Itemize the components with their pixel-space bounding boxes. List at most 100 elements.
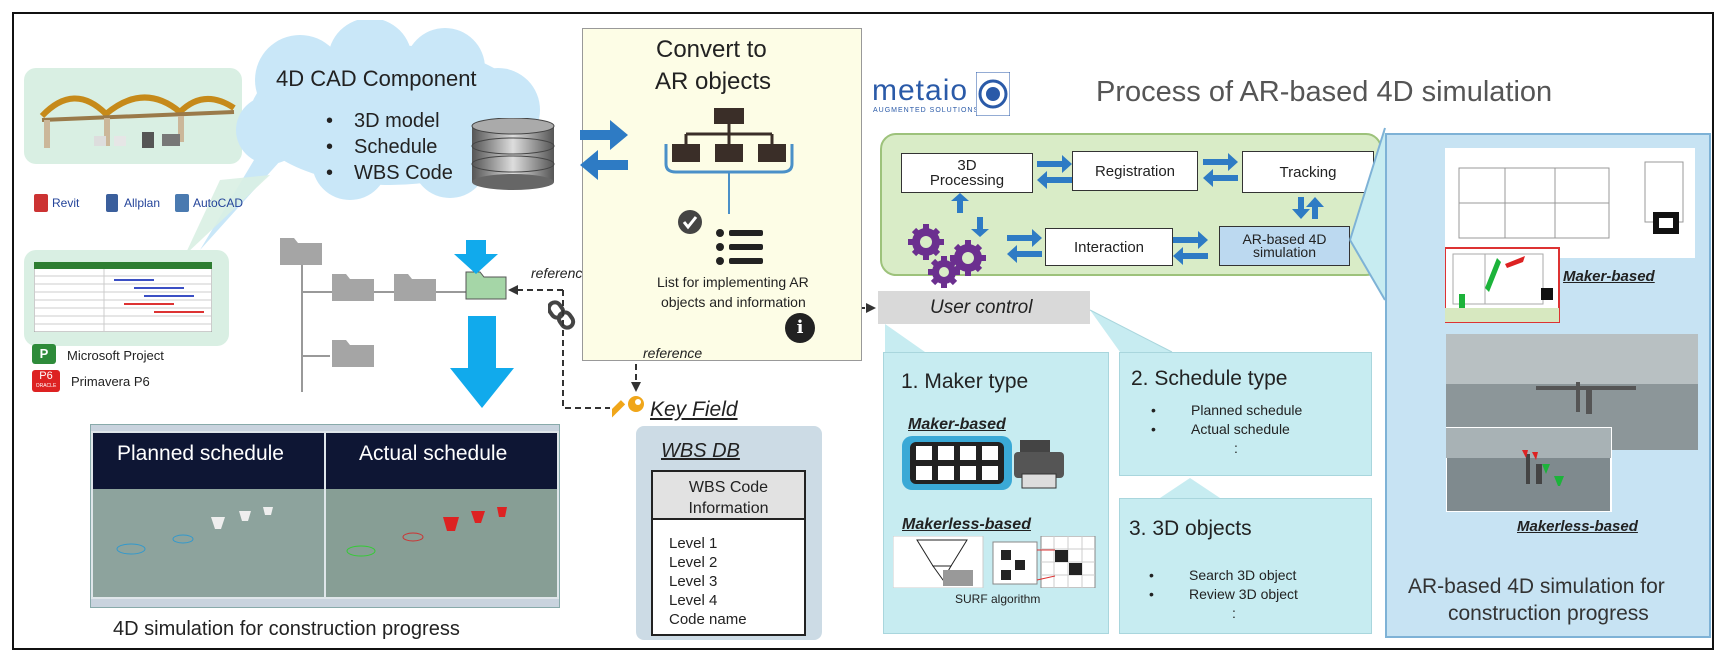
sim-caption: 4D simulation for construction progress bbox=[113, 618, 460, 640]
wbs-header-line: Information bbox=[688, 500, 769, 517]
maker-based-label: Maker-based bbox=[908, 416, 1006, 433]
box-registration-label: Registration bbox=[1094, 162, 1176, 180]
wbs-db-title: WBS DB bbox=[661, 440, 740, 462]
cad-title: 4D CAD Component bbox=[276, 66, 477, 91]
box-ar-line: AR-based 4D bbox=[1242, 231, 1327, 247]
revit-icon bbox=[34, 194, 48, 212]
bridge-model-image bbox=[39, 94, 236, 148]
big-down-arrow-icon bbox=[450, 316, 514, 408]
tool-label: Revit bbox=[52, 196, 80, 210]
sim-statusbar bbox=[91, 599, 559, 607]
diagram-frame bbox=[12, 12, 1714, 650]
convert-box bbox=[582, 28, 862, 361]
actual-schedule-label: Actual schedule bbox=[359, 442, 508, 465]
primavera-icon: P6 ORACLE bbox=[32, 370, 60, 392]
box-interaction: Interaction bbox=[1045, 228, 1173, 266]
process-title: Process of AR-based 4D simulation bbox=[1096, 76, 1553, 108]
schedule-type-item: Planned schedule bbox=[1151, 402, 1302, 418]
convert-exchange-arrows bbox=[580, 120, 628, 180]
sim-marks bbox=[116, 507, 507, 557]
box-3d-line: Processing bbox=[929, 172, 1005, 189]
box-tracking: Tracking bbox=[1242, 151, 1374, 193]
sim-screenshot bbox=[90, 424, 560, 608]
schedule-type-item: Actual schedule bbox=[1151, 421, 1290, 437]
process-arrows bbox=[951, 153, 1324, 265]
reference-label: reference bbox=[531, 265, 591, 281]
actual-view bbox=[326, 433, 557, 597]
wbs-level-row: Level 3 bbox=[669, 573, 718, 590]
objects3d-item: Review 3D object bbox=[1149, 586, 1298, 602]
floorplan-marker-image bbox=[1445, 148, 1695, 323]
allplan-icon bbox=[106, 194, 118, 212]
right-caption-2: construction progress bbox=[1448, 602, 1649, 625]
right-caption-1: AR-based 4D simulation for bbox=[1408, 575, 1665, 598]
user-control-label: User control bbox=[930, 297, 1033, 318]
wbs-level-row: Level 4 bbox=[669, 592, 718, 609]
wbs-header-line: WBS Code bbox=[688, 479, 769, 496]
gears-icon bbox=[908, 224, 986, 288]
objects3d-panel bbox=[1119, 498, 1372, 634]
planned-view bbox=[93, 433, 324, 597]
folder-tree bbox=[280, 238, 507, 392]
maker-type-title: 1. Maker type bbox=[901, 370, 1029, 393]
scheduler-label: Microsoft Project bbox=[67, 348, 164, 363]
box-ar-line: simulation bbox=[1252, 244, 1316, 260]
info-icon: i bbox=[785, 313, 815, 343]
box-tracking-label: Tracking bbox=[1279, 163, 1337, 181]
chain-link-icon bbox=[548, 300, 576, 330]
box-interaction-label: Interaction bbox=[1073, 238, 1145, 256]
user-control-bar bbox=[878, 291, 1090, 324]
gantt-sheet-image bbox=[34, 262, 212, 332]
right-makerless-based-label: Makerless-based bbox=[1517, 518, 1638, 535]
objects3d-ellipsis: : bbox=[1232, 605, 1236, 621]
p6-oracle-text: ORACLE bbox=[35, 383, 57, 389]
objects3d-title: 3. 3D objects bbox=[1129, 517, 1252, 540]
makerless-photo bbox=[1446, 334, 1698, 512]
scheduler-label: Primavera P6 bbox=[71, 374, 150, 389]
objects-panel-notch bbox=[1160, 478, 1220, 498]
wbs-level-row: Level 2 bbox=[669, 554, 718, 571]
planned-schedule-label: Planned schedule bbox=[117, 442, 284, 465]
convert-title-2: AR objects bbox=[655, 68, 772, 95]
list-caption-2: objects and information bbox=[661, 294, 806, 310]
sim-titlebar bbox=[91, 425, 559, 431]
callout-tail bbox=[185, 150, 290, 255]
cad-item: 3D model bbox=[326, 110, 439, 133]
download-arrow-icon bbox=[454, 240, 498, 274]
schedule-type-title: 2. Schedule type bbox=[1131, 367, 1288, 390]
convert-title-1: Convert to bbox=[656, 36, 767, 63]
marker-printer-image bbox=[902, 436, 1064, 490]
checkmark-icon bbox=[678, 210, 702, 234]
ms-project-icon: P bbox=[32, 344, 56, 364]
wbs-level-row: Code name bbox=[669, 611, 747, 628]
list-caption-1: List for implementing AR bbox=[657, 274, 809, 290]
wbs-table: WBS Code Information Level 1 Level 2 Lev… bbox=[651, 470, 806, 636]
surf-caption: SURF algorithm bbox=[955, 592, 1041, 606]
metaio-logo-text: metaio bbox=[872, 74, 969, 107]
tool-label: Allplan bbox=[124, 196, 161, 210]
autocad-icon bbox=[175, 194, 189, 212]
metaio-eye-icon bbox=[976, 72, 1010, 116]
metaio-tagline: AUGMENTED SOLUTIONS bbox=[873, 107, 980, 114]
box-registration: Registration bbox=[1072, 151, 1198, 191]
surf-algorithm-image bbox=[893, 536, 1096, 588]
wbs-level-row: Level 1 bbox=[669, 535, 718, 552]
cad-item: WBS Code bbox=[326, 162, 453, 185]
p6-logo-text: P6 bbox=[39, 370, 53, 382]
hierarchy-tray-icon bbox=[664, 108, 794, 214]
database-icon bbox=[471, 118, 555, 190]
makerless-based-label: Makerless-based bbox=[902, 516, 1031, 533]
cad-item: Schedule bbox=[326, 136, 438, 159]
schedule-type-ellipsis: : bbox=[1234, 440, 1238, 456]
objects3d-item: Search 3D object bbox=[1149, 567, 1297, 583]
list-icon bbox=[716, 229, 763, 265]
tool-label: AutoCAD bbox=[193, 196, 244, 210]
wbs-table-header: WBS Code Information bbox=[653, 472, 804, 520]
box-3d-line: 3D bbox=[957, 157, 977, 174]
reference-label: reference bbox=[643, 345, 703, 361]
right-maker-based-label: Maker-based bbox=[1563, 268, 1655, 285]
key-icon bbox=[612, 396, 644, 419]
